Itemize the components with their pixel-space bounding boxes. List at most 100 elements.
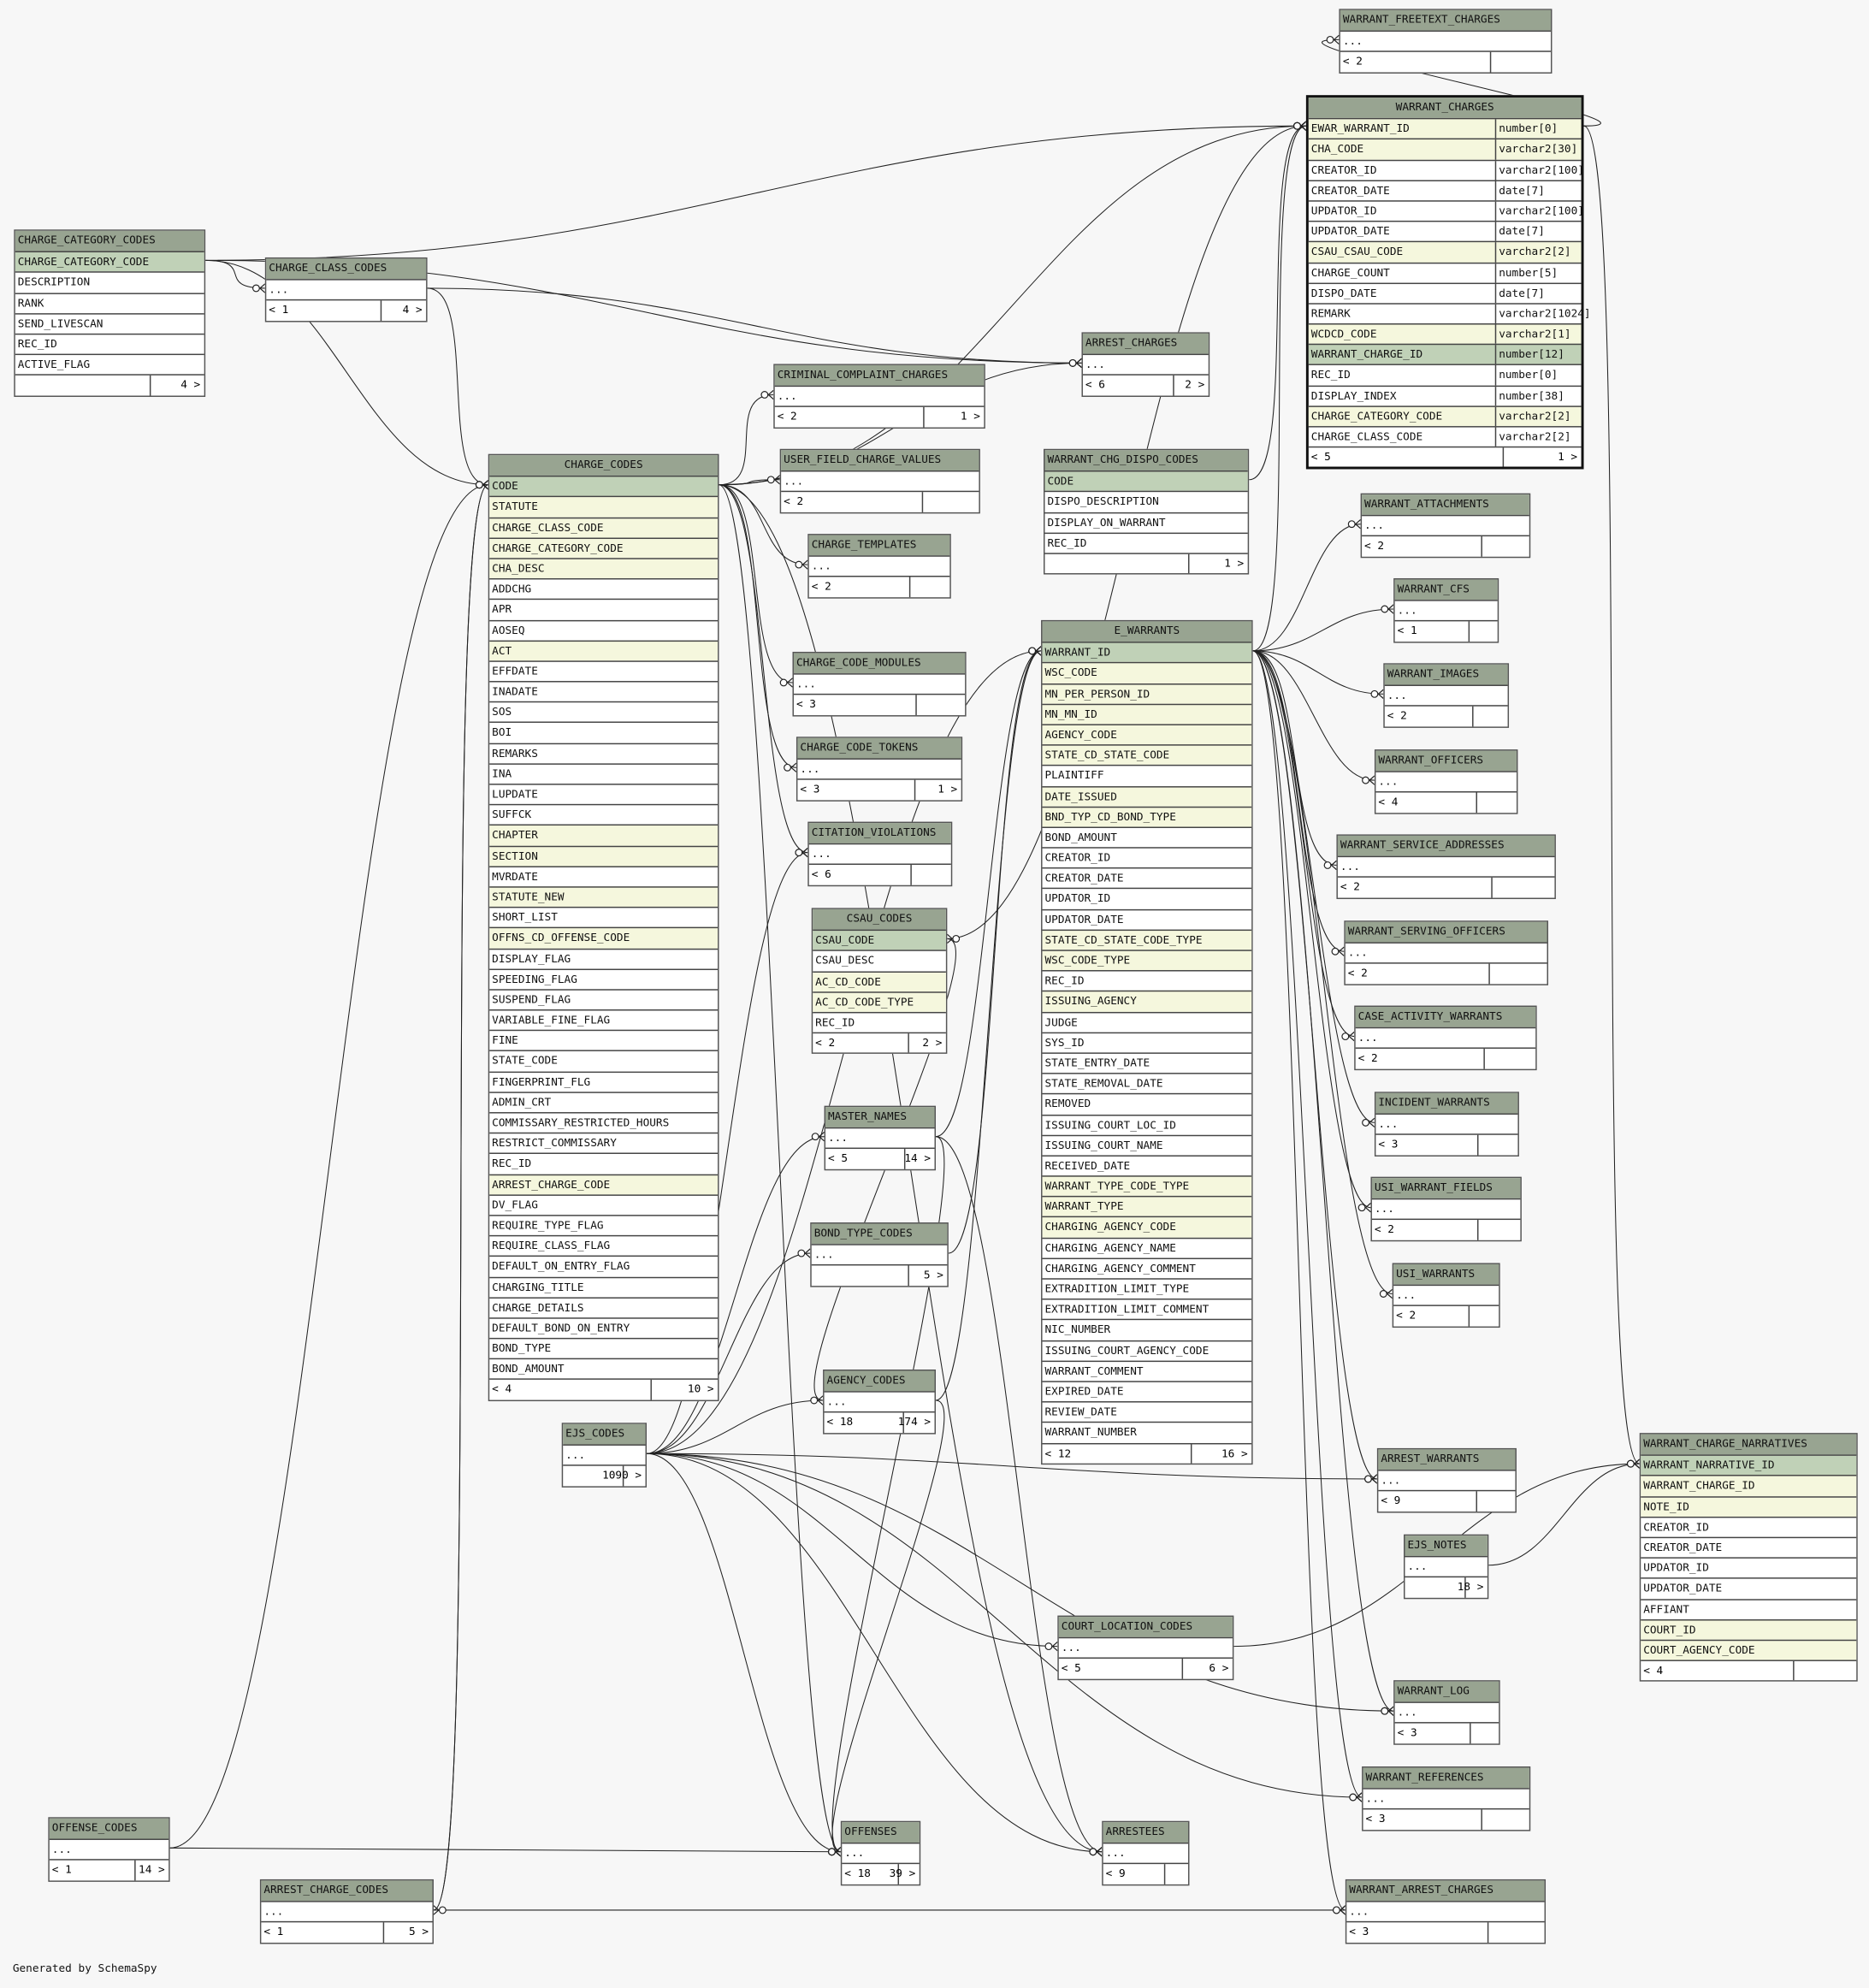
column-mn-per-person-id[interactable]: MN_PER_PERSON_ID [1042,683,1252,704]
parent-count[interactable]: < 5 [828,1153,849,1166]
column-code[interactable]: CODE [1044,470,1248,492]
column-sos[interactable]: SOS [489,701,719,722]
column-state-entry-date[interactable]: STATE_ENTRY_DATE [1042,1052,1252,1073]
parent-count[interactable]: < 3 [1378,1139,1399,1152]
column-state-cd-state-code[interactable]: STATE_CD_STATE_CODE [1042,744,1252,766]
column-rank[interactable]: RANK [15,292,204,313]
parent-count[interactable]: < 2 [1342,56,1363,69]
column-charge-category-code[interactable]: CHARGE_CATEGORY_CODE [489,537,719,559]
child-count[interactable]: 18 > [1457,1582,1484,1595]
collapsed-columns[interactable]: ... [1340,30,1551,51]
column-review-date[interactable]: REVIEW_DATE [1042,1401,1252,1422]
column-ina[interactable]: INA [489,763,719,784]
parent-count[interactable]: < 4 [1643,1665,1664,1678]
collapsed-columns[interactable]: ... [1362,515,1529,535]
parent-count[interactable]: < 1 [1397,625,1417,639]
column-effdate[interactable]: EFFDATE [489,660,719,681]
collapsed-columns[interactable]: ... [1375,771,1517,792]
table-title[interactable]: EJS_CODES [563,1423,646,1445]
column-fine[interactable]: FINE [489,1030,719,1050]
column-active-flag[interactable]: ACTIVE_FLAG [15,353,204,375]
collapsed-columns[interactable]: ... [811,1244,948,1265]
parent-count[interactable]: < 2 [1374,1224,1394,1237]
column-require-type-flag[interactable]: REQUIRE_TYPE_FLAG [489,1215,719,1235]
table-title[interactable]: CHARGE_CATEGORY_CODES [15,230,204,251]
collapsed-columns[interactable]: ... [1394,600,1498,620]
collapsed-columns[interactable]: ... [824,1391,935,1411]
parent-count[interactable]: < 2 [1340,881,1360,895]
collapsed-columns[interactable]: ... [1345,942,1547,963]
collapsed-columns[interactable]: ... [1058,1637,1233,1658]
parent-count[interactable]: < 2 [1364,541,1385,553]
column-rec-id[interactable]: REC_ID [813,1011,946,1032]
collapsed-columns[interactable]: ... [1346,1901,1545,1921]
column-aoseq[interactable]: AOSEQ [489,619,719,640]
table-title[interactable]: WARRANT_LOG [1394,1681,1499,1702]
table-usi-warrant-fields[interactable]: USI_WARRANT_FIELDS...< 2 [1370,1176,1522,1241]
table-title[interactable]: ARRESTEES [1103,1822,1189,1843]
table-warrant-officers[interactable]: WARRANT_OFFICERS...< 4 [1374,749,1518,814]
table-title[interactable]: WARRANT_CFS [1394,579,1498,601]
child-count[interactable]: 6 > [1209,1662,1229,1676]
parent-count[interactable]: < 2 [784,496,804,509]
column-wsc-code-type[interactable]: WSC_CODE_TYPE [1042,950,1252,971]
parent-count[interactable]: < 3 [1365,1813,1386,1827]
table-title[interactable]: CHARGE_TEMPLATES [808,535,950,556]
collapsed-columns[interactable]: ... [266,279,427,299]
table-warrant-service-addresses[interactable]: WARRANT_SERVICE_ADDRESSES... < 2 [1336,834,1556,899]
column-code[interactable]: CODE [489,476,719,497]
table-title[interactable]: WARRANT_CHG_DISPO_CODES [1044,450,1248,471]
column-removed[interactable]: REMOVED [1042,1093,1252,1114]
column-warrant-narrative-id[interactable]: WARRANT_NARRATIVE_ID [1641,1454,1857,1476]
parent-count[interactable]: < 2 [777,411,797,424]
table-warrant-references[interactable]: WARRANT_REFERENCES...< 3 [1362,1766,1531,1831]
column-cha-desc[interactable]: CHA_DESC [489,558,719,579]
column-chapter[interactable]: CHAPTER [489,825,719,846]
collapsed-columns[interactable]: ... [808,843,951,864]
table-title[interactable]: WARRANT_SERVICE_ADDRESSES [1337,835,1555,856]
parent-count[interactable]: < 9 [1105,1868,1126,1881]
column-sys-id[interactable]: SYS_ID [1042,1032,1252,1052]
parent-count[interactable]: < 1 [269,305,289,318]
table-title[interactable]: E_WARRANTS [1042,621,1252,642]
collapsed-columns[interactable]: ... [825,1127,935,1148]
collapsed-columns[interactable]: ... [1371,1198,1521,1219]
column-state-cd-state-code-type[interactable]: STATE_CD_STATE_CODE_TYPE [1042,929,1252,950]
column-warrant-comment[interactable]: WARRANT_COMMENT [1042,1360,1252,1381]
table-arrestees[interactable]: ARRESTEES...< 9 [1102,1820,1190,1885]
column-require-class-flag[interactable]: REQUIRE_CLASS_FLAG [489,1235,719,1256]
column-display-on-warrant[interactable]: DISPLAY_ON_WARRANT [1044,512,1248,532]
collapsed-columns[interactable]: ... [1337,855,1555,877]
column-rec-id[interactable]: REC_ID [15,333,204,354]
column-updator-id[interactable]: UPDATOR_ID [1042,888,1252,908]
column-updator-date[interactable]: UPDATOR_DATE [1042,908,1252,929]
column-court-id[interactable]: COURT_ID [1641,1618,1857,1640]
column-default-on-entry-flag[interactable]: DEFAULT_ON_ENTRY_FLAG [489,1256,719,1276]
table-title[interactable]: INCIDENT_WARRANTS [1375,1092,1518,1114]
table-title[interactable]: WARRANT_REFERENCES [1363,1767,1529,1789]
table-charge-templates[interactable]: CHARGE_TEMPLATES...< 2 [807,534,951,599]
parent-count[interactable]: < 5 [1310,452,1331,464]
child-count[interactable]: 2 > [1185,379,1205,393]
column-ac-cd-code-type[interactable]: AC_CD_CODE_TYPE [813,991,946,1012]
column-updator-id[interactable]: UPDATOR_ID [1641,1557,1857,1578]
parent-count[interactable]: < 6 [1085,379,1105,393]
child-count[interactable]: 10 > [687,1383,714,1397]
table-title[interactable]: COURT_LOCATION_CODES [1058,1617,1233,1638]
column-extradition-limit-type[interactable]: EXTRADITION_LIMIT_TYPE [1042,1278,1252,1299]
